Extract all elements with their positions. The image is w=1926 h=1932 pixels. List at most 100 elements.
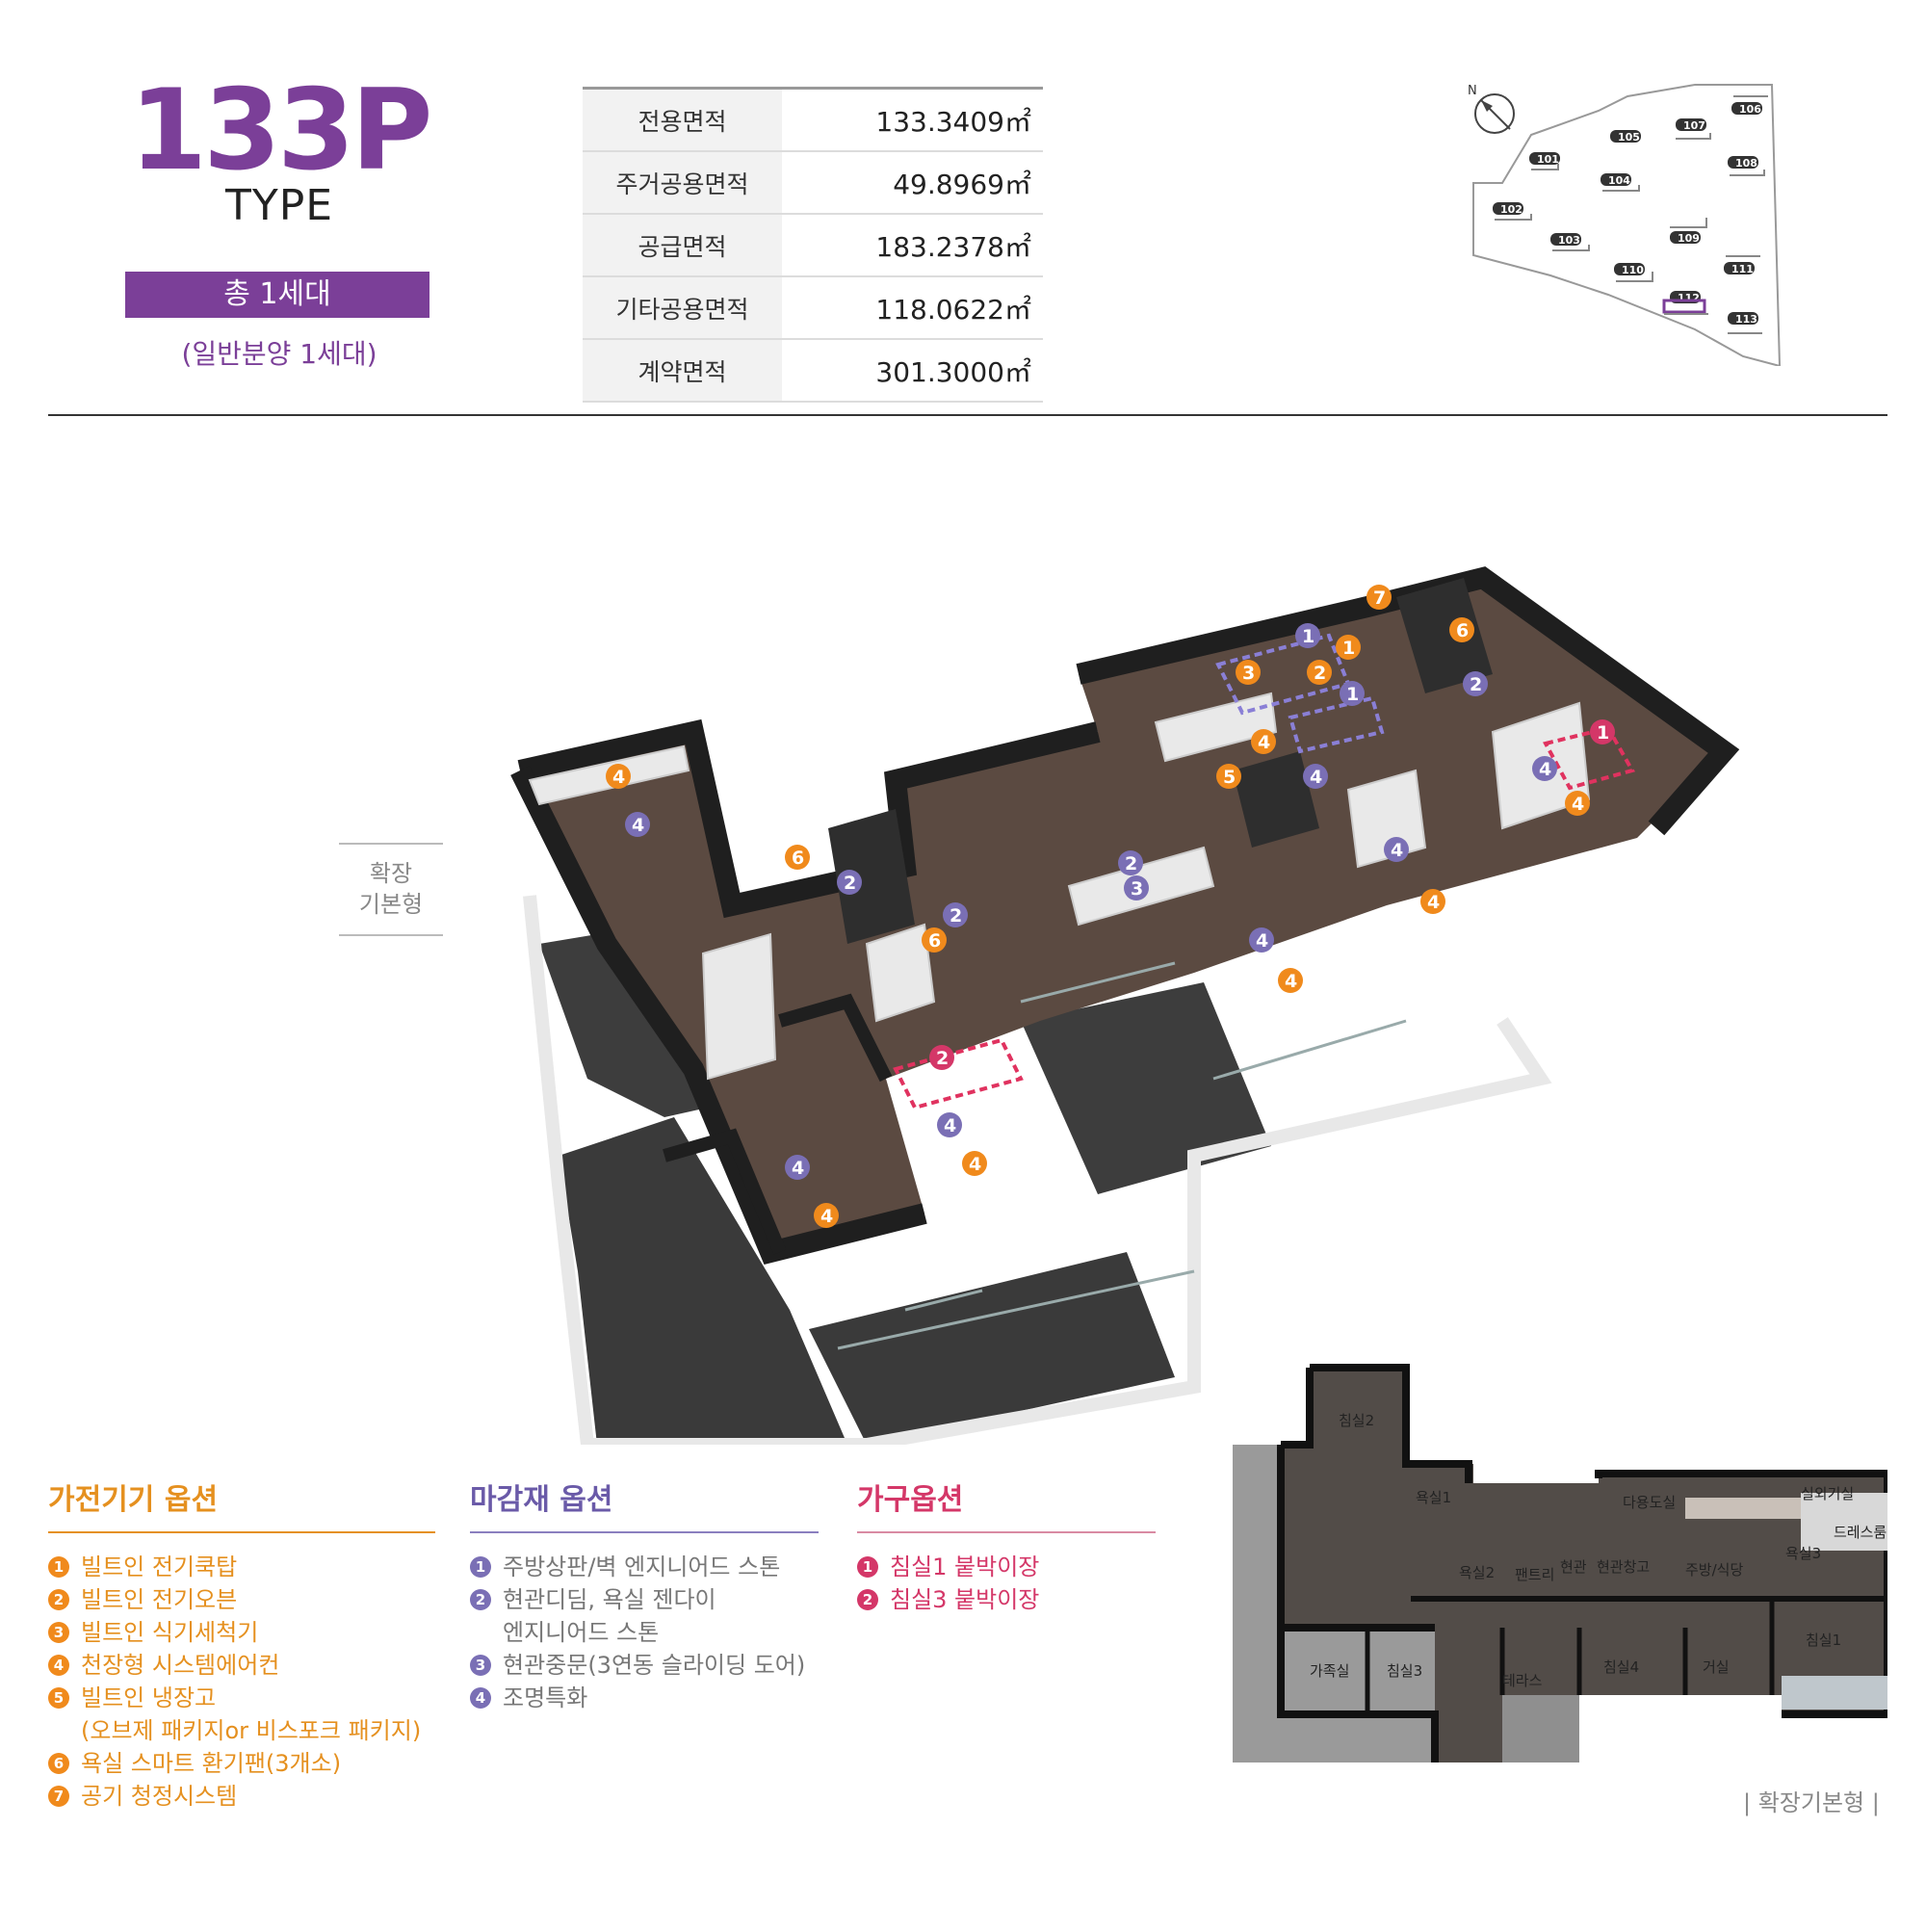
option-number: 3 xyxy=(470,1655,491,1676)
marker-number: 4 xyxy=(1256,930,1268,952)
marker-number: 1 xyxy=(1597,722,1609,744)
marker-number: 6 xyxy=(792,848,804,869)
option-number: 1 xyxy=(48,1556,69,1578)
furniture-options-title: 가구옵션 xyxy=(857,1483,964,1517)
option-text: 침실1 붙박이장 xyxy=(890,1553,1040,1580)
building-label: 102 xyxy=(1500,203,1523,216)
room-label: 가족실 xyxy=(1310,1662,1349,1680)
building-label: 108 xyxy=(1735,157,1757,170)
marker-number: 2 xyxy=(950,905,962,927)
furniture-options-rule xyxy=(857,1531,1156,1533)
area-value: 301.3000㎡ xyxy=(782,339,1043,403)
room-label: 다용도실 xyxy=(1623,1494,1676,1511)
marker-number: 6 xyxy=(1456,620,1469,641)
building-label: 103 xyxy=(1558,234,1580,247)
marker-number: 1 xyxy=(1302,626,1314,647)
building-label: 106 xyxy=(1739,103,1761,116)
marker-number: 4 xyxy=(820,1206,833,1227)
option-text: 욕실 스마트 환기팬(3개소) xyxy=(81,1750,342,1777)
area-value: 118.0622㎡ xyxy=(782,276,1043,340)
room-label: 욕실3 xyxy=(1785,1545,1821,1562)
terrace-floor xyxy=(809,1252,1175,1445)
area-label: 공급면적 xyxy=(583,214,782,277)
building-label: 112 xyxy=(1678,292,1700,304)
room-label: 거실 xyxy=(1703,1658,1730,1676)
option-text: 빌트인 냉장고 xyxy=(81,1684,217,1711)
option-text: 침실3 붙박이장 xyxy=(890,1586,1040,1613)
marker-number: 4 xyxy=(1572,794,1584,815)
room-label: 실외기실 xyxy=(1801,1485,1854,1502)
list-item: 6 욕실 스마트 환기팬(3개소) xyxy=(48,1747,435,1780)
building-label: 107 xyxy=(1683,119,1705,132)
plan-caption: | 확장기본형 | xyxy=(1743,1789,1880,1816)
marker-number: 2 xyxy=(936,1048,949,1069)
building-label: 101 xyxy=(1537,153,1559,166)
units-total-badge: 총 1세대 xyxy=(125,272,429,318)
option-text: 빌트인 식기세척기 xyxy=(81,1619,259,1646)
option-number: 3 xyxy=(48,1622,69,1643)
option-text: 공기 청정시스템 xyxy=(81,1783,238,1810)
kitchen-island-outline xyxy=(1288,695,1385,754)
marker-number: 4 xyxy=(969,1154,981,1175)
appliance-options-title: 가전기기 옵션 xyxy=(48,1483,219,1517)
room-label: 드레스룸 xyxy=(1834,1524,1887,1541)
room-label: 침실2 xyxy=(1339,1412,1374,1429)
terrace-floor xyxy=(559,1117,847,1445)
building-label: 110 xyxy=(1622,264,1644,276)
type-code: 133P xyxy=(129,65,432,196)
terrace-floor xyxy=(1021,982,1271,1194)
room-label: 주방/식당 xyxy=(1685,1561,1743,1579)
option-number: 2 xyxy=(857,1589,878,1610)
area-label: 주거공용면적 xyxy=(583,151,782,215)
marker-number: 3 xyxy=(1242,663,1255,684)
room-label: 침실4 xyxy=(1603,1658,1639,1676)
marker-number: 3 xyxy=(1131,878,1143,900)
compass-letter: N xyxy=(1468,84,1477,98)
option-text-continued: (오브제 패키지or 비스포크 패키지) xyxy=(81,1717,422,1744)
option-number: 2 xyxy=(470,1589,491,1610)
marker-number: 4 xyxy=(1539,759,1551,780)
header-divider xyxy=(48,414,1887,416)
marker-number: 2 xyxy=(1125,853,1137,875)
finish-options-title: 마감재 옵션 xyxy=(470,1483,613,1517)
plan-type-line1: 확장 xyxy=(369,860,413,887)
option-number: 5 xyxy=(48,1687,69,1709)
building-label: 104 xyxy=(1608,174,1630,187)
list-item: 1 주방상판/벽 엔지니어드 스톤 xyxy=(470,1551,819,1583)
marker-number: 2 xyxy=(844,873,856,894)
building-label: 105 xyxy=(1618,131,1640,144)
marker-number: 4 xyxy=(1427,892,1440,913)
option-number: 4 xyxy=(48,1655,69,1676)
closet-1-outline xyxy=(1543,725,1636,791)
marker-number: 1 xyxy=(1342,638,1355,659)
list-item: 2 침실3 붙박이장 xyxy=(857,1583,1156,1616)
option-text: 현관디딤, 욕실 젠다이 xyxy=(503,1586,716,1613)
marker-number: 2 xyxy=(1314,663,1326,684)
marker-number: 6 xyxy=(928,930,941,952)
closet-3-outline xyxy=(893,1037,1024,1110)
area-value: 183.2378㎡ xyxy=(782,214,1043,277)
option-number: 4 xyxy=(470,1687,491,1709)
room-label: 욕실1 xyxy=(1416,1489,1451,1506)
option-text: 빌트인 전기오븐 xyxy=(81,1586,238,1613)
room-label: 침실3 xyxy=(1387,1662,1422,1680)
units-note: (일반분양 1세대) xyxy=(181,338,377,370)
option-text: 주방상판/벽 엔지니어드 스톤 xyxy=(503,1553,781,1580)
highlight-building-icon xyxy=(1662,299,1706,314)
marker-number: 4 xyxy=(944,1115,956,1136)
marker-number: 2 xyxy=(1470,674,1482,695)
option-number: 6 xyxy=(48,1753,69,1774)
list-item: 3 빌트인 식기세척기 xyxy=(48,1616,435,1649)
option-number: 1 xyxy=(470,1556,491,1578)
marker-number: 1 xyxy=(1346,684,1359,705)
floorplan-3d: 4 4 6 2 2 6 2 3 2 4 4 4 4 4 4 7 1 1 3 2 … xyxy=(510,566,1740,1445)
